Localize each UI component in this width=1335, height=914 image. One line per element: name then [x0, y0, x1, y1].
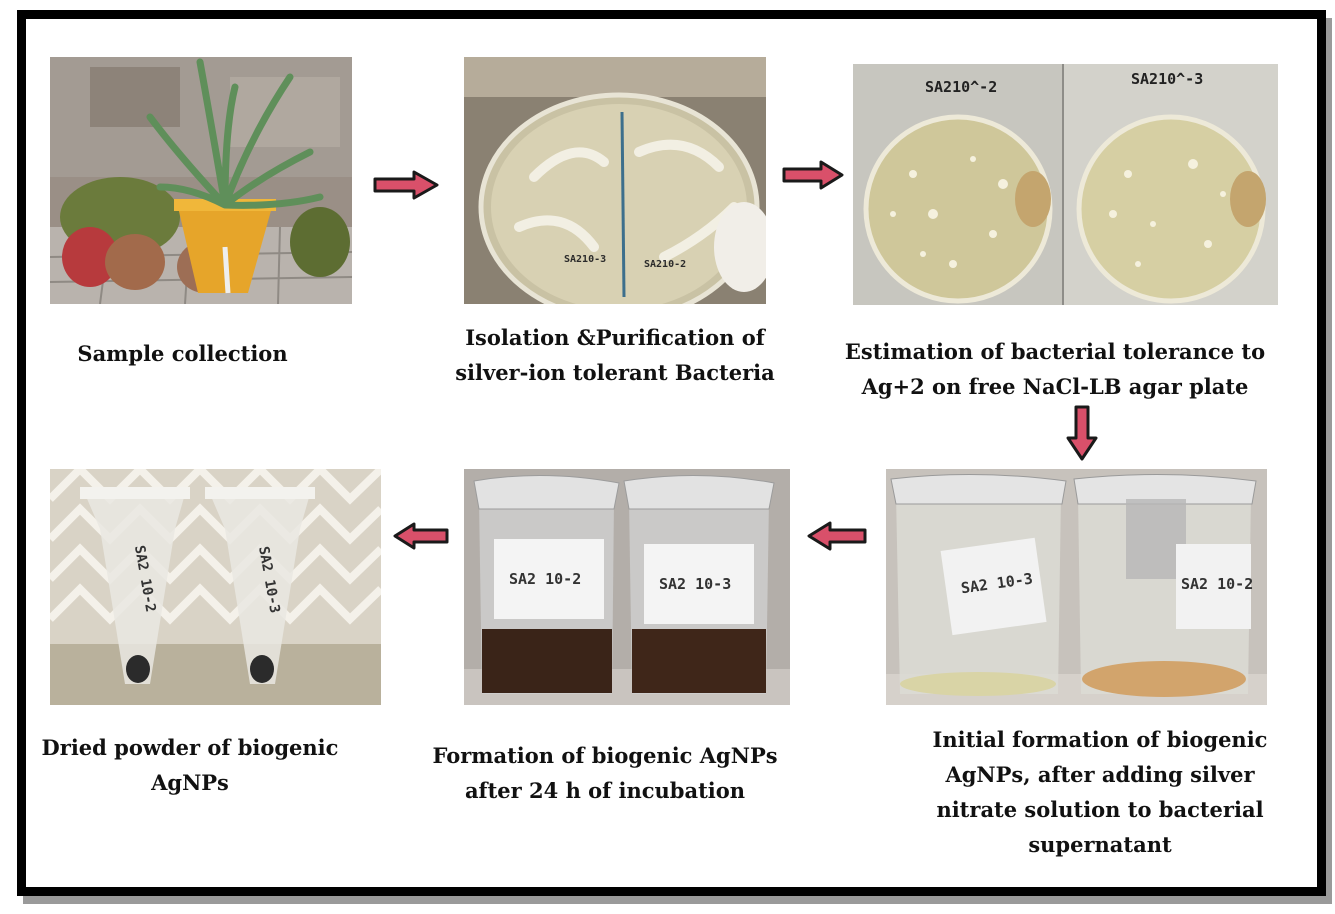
caption-sample-collection: Sample collection	[40, 336, 325, 371]
caption-line: Initial formation of biogenic	[932, 727, 1268, 752]
photo-sample-collection	[50, 57, 352, 304]
photo-isolation-plate: SA210-3 SA210-2	[464, 57, 766, 304]
tolerance-label-2: SA210^-3	[1131, 70, 1203, 88]
formation-label-2: SA2 10-3	[659, 575, 731, 593]
caption-line: Isolation &Purification of	[465, 325, 765, 350]
caption-line: Sample collection	[77, 341, 288, 366]
caption-line: AgNPs, after adding silver	[945, 762, 1255, 787]
photo-tolerance-plates: SA210^-2 SA210^-3	[853, 64, 1278, 305]
caption-line: Dried powder of biogenic	[41, 735, 339, 760]
caption-line: supernatant	[1028, 832, 1172, 857]
arrow-down	[1065, 404, 1099, 462]
arrow-right-2	[781, 160, 845, 190]
photo-formation-24h: SA2 10-2 SA2 10-3	[464, 469, 790, 705]
caption-tolerance: Estimation of bacterial tolerance to Ag+…	[835, 334, 1275, 404]
caption-dried-powder: Dried powder of biogenic AgNPs	[40, 730, 340, 800]
isolation-label-2: SA210-2	[644, 259, 686, 270]
caption-line: Ag+2 on free NaCl-LB agar plate	[861, 374, 1249, 399]
caption-line: silver-ion tolerant Bacteria	[455, 360, 775, 385]
isolation-label-1: SA210-3	[564, 254, 606, 265]
caption-line: nitrate solution to bacterial	[936, 797, 1264, 822]
caption-line: AgNPs	[151, 770, 229, 795]
caption-line: Estimation of bacterial tolerance to	[844, 339, 1266, 364]
caption-line: Formation of biogenic AgNPs	[432, 743, 778, 768]
arrow-left-1	[392, 522, 450, 550]
caption-formation-24h: Formation of biogenic AgNPs after 24 h o…	[430, 738, 780, 808]
arrow-left-2	[806, 521, 868, 551]
tolerance-label-1: SA210^-2	[925, 78, 997, 96]
arrow-right-1	[372, 170, 440, 200]
formation-label-1: SA2 10-2	[509, 570, 581, 588]
caption-line: after 24 h of incubation	[464, 778, 746, 803]
photo-initial-formation: SA2 10-3 SA2 10-2	[886, 469, 1267, 705]
initial-label-2: SA2 10-2	[1181, 575, 1253, 593]
caption-initial-formation: Initial formation of biogenic AgNPs, aft…	[930, 722, 1270, 862]
photo-dried-powder: SA2 10-2 SA2 10-3	[50, 469, 381, 705]
caption-isolation: Isolation &Purification of silver-ion to…	[440, 320, 790, 390]
